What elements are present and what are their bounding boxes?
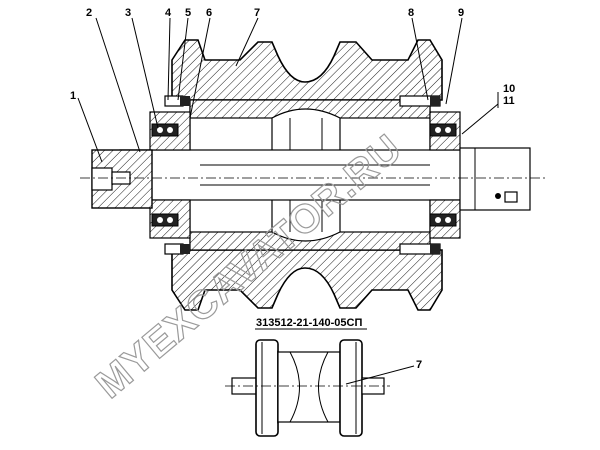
left-nut (91, 167, 113, 191)
part-number: 313512-21-140-05СП (256, 317, 362, 329)
callout-labels: 1 2 3 4 5 6 7 8 9 10 11 (70, 7, 515, 107)
right-shaft-end (459, 147, 531, 211)
roller-body-upper (171, 39, 443, 101)
leader-lines (77, 17, 499, 163)
callout-6: 6 (206, 7, 212, 19)
shaft (119, 149, 476, 201)
seal-rings (151, 123, 457, 227)
section-view (80, 39, 545, 311)
inset-callout-7: 7 (416, 359, 422, 371)
callout-2: 2 (86, 7, 92, 19)
callout-11: 11 (503, 95, 515, 107)
callout-4: 4 (165, 7, 172, 19)
callout-8: 8 (408, 7, 414, 19)
callout-1: 1 (70, 90, 76, 102)
callout-3: 3 (125, 7, 131, 19)
callout-10: 10 (503, 83, 515, 95)
callout-9: 9 (458, 7, 464, 19)
callout-5: 5 (185, 7, 191, 19)
flange-bolts (164, 95, 441, 255)
callout-7: 7 (254, 7, 260, 19)
inset-exterior-view (225, 339, 390, 437)
roller-body-lower (171, 249, 443, 311)
